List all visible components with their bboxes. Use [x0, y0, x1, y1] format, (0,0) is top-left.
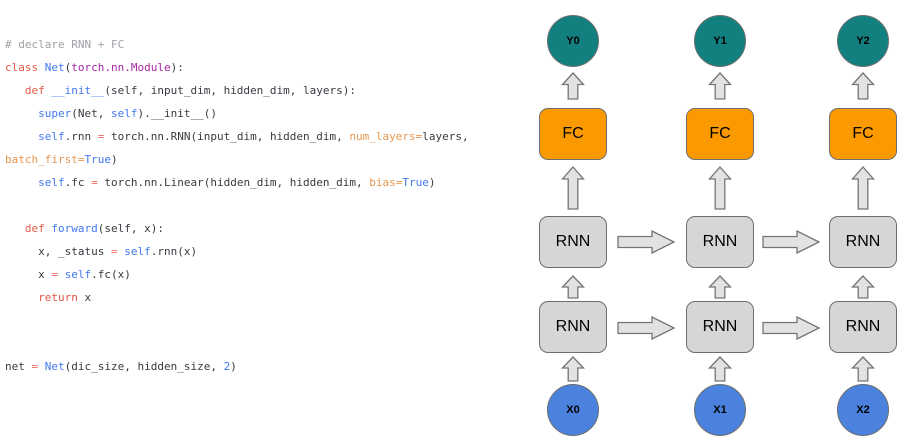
code-token: self [38, 130, 65, 143]
code-token: = [31, 360, 39, 373]
code-token: ( [64, 61, 72, 74]
code-line: self.fc = torch.nn.Linear(hidden_dim, hi… [5, 171, 469, 194]
up-arrow-icon [851, 275, 875, 299]
code-token: True [84, 153, 111, 166]
code-token: .rnn [64, 130, 98, 143]
up-arrow-icon [708, 72, 732, 100]
up-arrow-icon [708, 166, 732, 210]
code-line: class Net(torch.nn.Module): [5, 56, 469, 79]
code-token: def [24, 222, 45, 235]
code-token: bias= [369, 176, 403, 189]
node-fc-2: FC [829, 108, 897, 160]
node-y1: Y1 [694, 15, 746, 67]
node-rnn-top-1: RNN [686, 216, 754, 268]
code-token: = [110, 245, 118, 258]
code-token: torch.nn.Module [71, 61, 171, 74]
right-arrow-icon [617, 316, 675, 340]
code-token: = [51, 268, 58, 281]
code-token: = [97, 130, 105, 143]
code-token: self [111, 107, 138, 120]
code-token: (Net, [71, 107, 111, 120]
code-token: (self, input_dim, hidden_dim, layers): [104, 84, 357, 97]
up-arrow-icon [561, 166, 585, 210]
code-token: net [5, 360, 32, 373]
node-rnn-bottom-1: RNN [686, 301, 754, 353]
code-token: x [77, 291, 92, 304]
up-arrow-icon [708, 275, 732, 299]
code-token: .fc(x) [91, 268, 131, 281]
node-y0: Y0 [547, 15, 599, 67]
node-rnn-top-0: RNN [539, 216, 607, 268]
up-arrow-icon [561, 356, 585, 382]
code-token: self [124, 245, 151, 258]
node-fc-1: FC [686, 108, 754, 160]
node-y2: Y2 [837, 15, 889, 67]
code-token: return [38, 291, 78, 304]
code-token: class [5, 61, 39, 74]
code-line: batch_first=True) [5, 148, 469, 171]
node-x1: X1 [694, 384, 746, 436]
up-arrow-icon [851, 356, 875, 382]
code-token: .fc [64, 176, 92, 189]
code-token: ) [428, 176, 436, 189]
code-token: Net [44, 360, 65, 373]
code-token: ).__init__() [137, 107, 217, 120]
up-arrow-icon [708, 356, 732, 382]
code-token: torch.nn.Linear(hidden_dim, hidden_dim, [97, 176, 370, 189]
right-arrow-icon [762, 316, 820, 340]
code-line: super(Net, self).__init__() [5, 102, 469, 125]
code-token: layers, [422, 130, 469, 143]
code-token: 2 [223, 360, 231, 373]
code-token: x [5, 268, 52, 281]
node-rnn-bottom-2: RNN [829, 301, 897, 353]
code-token: (dic_size, hidden_size, [64, 360, 224, 373]
code-token: torch.nn.RNN(input_dim, hidden_dim, [104, 130, 350, 143]
node-x2: X2 [837, 384, 889, 436]
code-token: num_layers= [349, 130, 423, 143]
code-line: x, _status = self.rnn(x) [5, 240, 469, 263]
code-line: # declare RNN + FC [5, 33, 469, 56]
code-token: = [91, 176, 98, 189]
code-line: def forward(self, x): [5, 217, 469, 240]
node-x0: X0 [547, 384, 599, 436]
code-token: ) [230, 360, 237, 373]
code-line: def __init__(self, input_dim, hidden_dim… [5, 79, 469, 102]
code-token: self [38, 176, 65, 189]
up-arrow-icon [851, 72, 875, 100]
code-token: .rnn(x) [150, 245, 198, 258]
code-token: ): [170, 61, 184, 74]
code-line: net = Net(dic_size, hidden_size, 2) [5, 355, 469, 378]
code-token: super [38, 107, 72, 120]
code-line: return x [5, 286, 469, 309]
code-token: (self, x): [97, 222, 164, 235]
code-token: forward [51, 222, 98, 235]
code-token: x, _status [5, 245, 111, 258]
right-arrow-icon [617, 230, 675, 254]
code-token: ) [110, 153, 118, 166]
up-arrow-icon [561, 72, 585, 100]
code-line: x = self.fc(x) [5, 263, 469, 286]
code-token: batch_first= [5, 153, 85, 166]
up-arrow-icon [851, 166, 875, 210]
code-token: True [402, 176, 429, 189]
right-arrow-icon [762, 230, 820, 254]
node-rnn-top-2: RNN [829, 216, 897, 268]
code-token: __init__ [51, 84, 105, 97]
code-token: def [24, 84, 45, 97]
code-line: self.rnn = torch.nn.RNN(input_dim, hidde… [5, 125, 469, 148]
code-token: Net [44, 61, 65, 74]
node-fc-0: FC [539, 108, 607, 160]
code-token: self [64, 268, 92, 281]
up-arrow-icon [561, 275, 585, 299]
node-rnn-bottom-0: RNN [539, 301, 607, 353]
code-token: # declare RNN + FC [5, 38, 125, 51]
